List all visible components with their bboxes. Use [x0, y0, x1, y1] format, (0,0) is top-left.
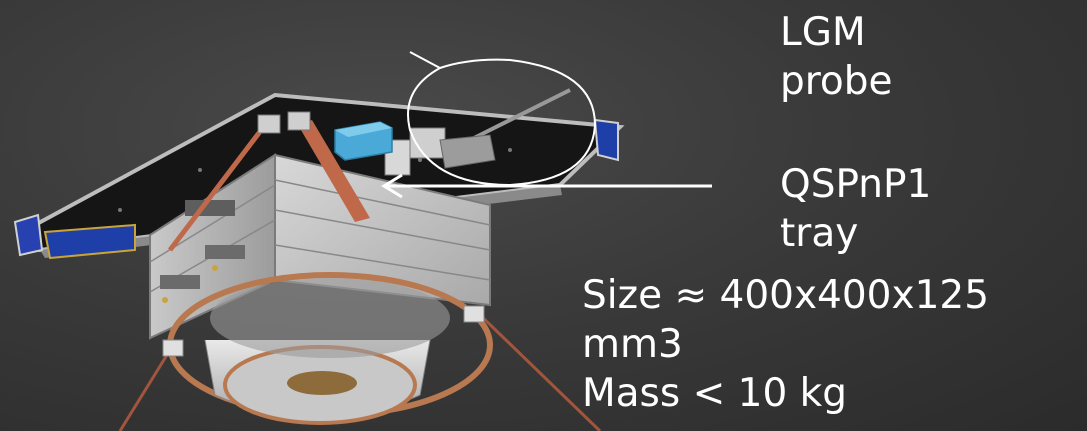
tray-label: QSPnP1 tray [780, 160, 931, 258]
size-line1: Size ≈ 400x400x125 [582, 273, 990, 318]
tray-label-line1: QSPnP1 [780, 162, 932, 207]
solar-panel-left [13, 213, 136, 260]
tether-mounts [162, 305, 485, 357]
speech-bubble-icon [407, 51, 597, 187]
size-line2: mm3 [582, 322, 683, 367]
adapter-ring [167, 272, 493, 425]
tether-lines [118, 311, 602, 431]
lgm-probe-label-line1: LGM [780, 10, 866, 55]
straps [168, 111, 370, 252]
solar-panel-right [593, 118, 619, 162]
lgm-probe-assembly [384, 88, 571, 176]
payload-box [334, 121, 393, 161]
mass-line: Mass < 10 kg [582, 371, 848, 416]
lgm-probe-label: LGM probe [780, 8, 893, 106]
arrow-left-icon [381, 173, 712, 199]
specs-label: Size ≈ 400x400x125 mm3 Mass < 10 kg [582, 271, 989, 418]
tray-label-line2: tray [780, 211, 859, 256]
lgm-probe-label-line2: probe [780, 59, 893, 104]
